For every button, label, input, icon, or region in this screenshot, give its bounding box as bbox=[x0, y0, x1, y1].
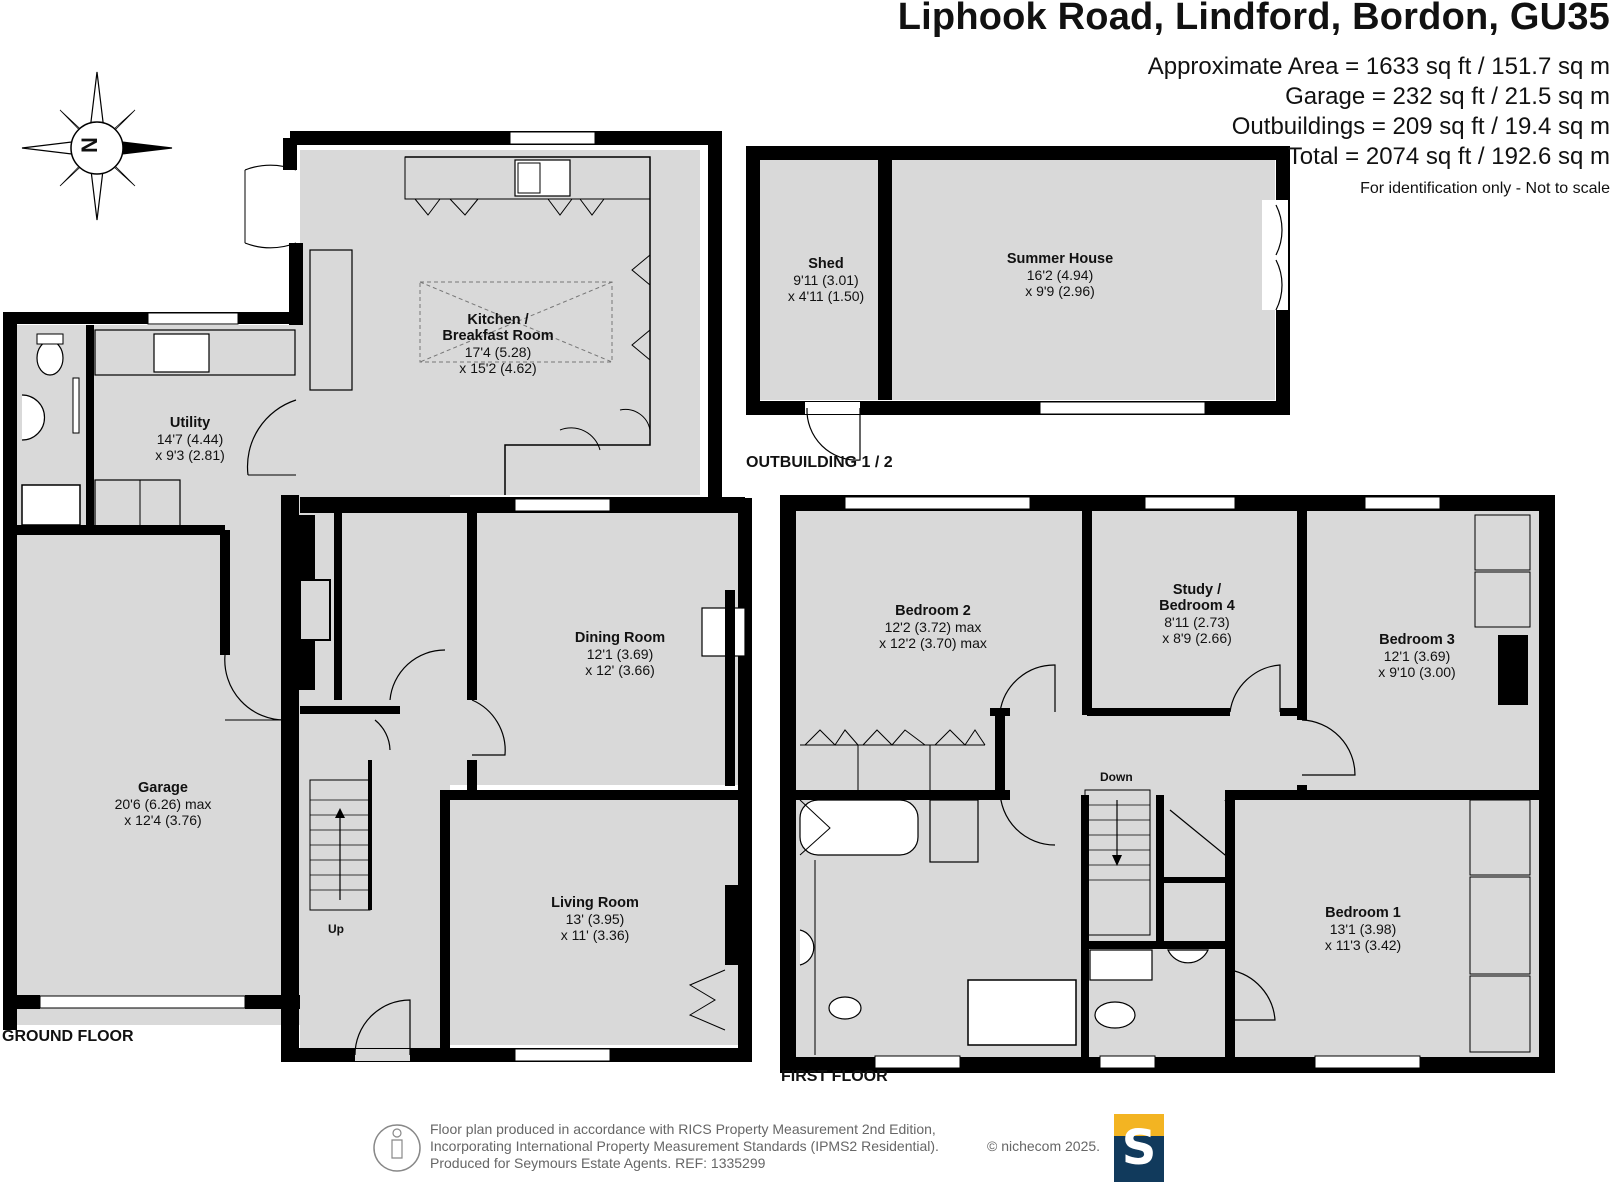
room-dim: 12'2 (3.72) max bbox=[884, 619, 982, 635]
area-line-outbuildings: Outbuildings = 209 sq ft / 19.4 sq m bbox=[1231, 113, 1610, 140]
room-label-study: Study / Bedroom 4 8'11 (2.73) x 8'9 (2.6… bbox=[1159, 582, 1235, 646]
footer-line: Incorporating International Property Mea… bbox=[430, 1138, 939, 1154]
room-name: Garage bbox=[138, 780, 188, 796]
ground-floor-label: GROUND FLOOR bbox=[2, 1028, 134, 1045]
room-dim: 13' (3.95) bbox=[565, 911, 625, 927]
area-line-garage: Garage = 232 sq ft / 21.5 sq m bbox=[1285, 83, 1610, 110]
ground-floor-plan bbox=[3, 131, 752, 1062]
first-floor-label: FIRST FLOOR bbox=[781, 1068, 888, 1085]
room-name: Bedroom 4 bbox=[1159, 598, 1235, 614]
room-dim: 17'4 (5.28) bbox=[464, 344, 532, 360]
room-dim: x 4'11 (1.50) bbox=[787, 288, 865, 304]
room-name: Breakfast Room bbox=[442, 328, 554, 344]
room-dim: x 15'2 (4.62) bbox=[459, 360, 537, 376]
room-dim: x 11' (3.36) bbox=[560, 927, 630, 943]
room-dim: x 8'9 (2.66) bbox=[1162, 630, 1232, 646]
scale-note: For identification only - Not to scale bbox=[1360, 180, 1610, 197]
stairs-up-label: Up bbox=[328, 922, 344, 936]
outbuilding-label: OUTBUILDING 1 / 2 bbox=[746, 454, 893, 471]
room-dim: 12'1 (3.69) bbox=[1383, 648, 1451, 664]
room-dim: x 9'3 (2.81) bbox=[155, 447, 225, 463]
room-label-utility: Utility 14'7 (4.44) x 9'3 (2.81) bbox=[155, 415, 225, 463]
room-dim: x 12' (3.66) bbox=[585, 662, 655, 678]
room-label-garage: Garage 20'6 (6.26) max x 12'4 (3.76) bbox=[115, 780, 212, 828]
room-dim: 8'11 (2.73) bbox=[1164, 614, 1230, 630]
room-label-living: Living Room 13' (3.95) x 11' (3.36) bbox=[551, 895, 639, 943]
copyright-text: © nichecom 2025. bbox=[987, 1138, 1101, 1154]
room-name: Shed bbox=[808, 256, 844, 272]
room-dim: 12'1 (3.69) bbox=[586, 646, 654, 662]
room-dim: x 11'3 (3.42) bbox=[1324, 937, 1402, 953]
footer-line: Floor plan produced in accordance with R… bbox=[430, 1121, 936, 1137]
room-name: Bedroom 1 bbox=[1325, 905, 1401, 921]
room-name: Utility bbox=[169, 415, 211, 431]
agent-logo: S bbox=[1114, 1114, 1164, 1182]
seal-icon bbox=[373, 1124, 421, 1172]
compass-rose-icon bbox=[21, 71, 173, 221]
room-label-kitchen: Kitchen / Breakfast Room 17'4 (5.28) x 1… bbox=[442, 312, 553, 376]
room-dim: 9'11 (3.01) bbox=[793, 272, 859, 288]
room-name: Summer House bbox=[1006, 251, 1114, 267]
room-label-bedroom-3: Bedroom 3 12'1 (3.69) x 9'10 (3.00) bbox=[1378, 632, 1455, 680]
room-dim: x 9'9 (2.96) bbox=[1025, 283, 1095, 299]
room-label-bedroom-1: Bedroom 1 13'1 (3.98) x 11'3 (3.42) bbox=[1325, 905, 1401, 953]
property-title: Liphook Road, Lindford, Bordon, GU35 bbox=[897, 0, 1610, 38]
room-name: Study / bbox=[1172, 582, 1222, 598]
room-dim: x 12'4 (3.76) bbox=[124, 812, 202, 828]
compass-north-label: N bbox=[76, 137, 102, 153]
room-label-summer-house: Summer House 16'2 (4.94) x 9'9 (2.96) bbox=[1007, 251, 1113, 299]
logo-top-band bbox=[1114, 1114, 1164, 1136]
room-name: Bedroom 3 bbox=[1379, 632, 1455, 648]
room-dim: 14'7 (4.44) bbox=[156, 431, 224, 447]
stairs-down-label: Down bbox=[1100, 770, 1133, 784]
room-label-dining: Dining Room 12'1 (3.69) x 12' (3.66) bbox=[575, 630, 665, 678]
room-name: Kitchen / bbox=[467, 312, 529, 328]
room-dim: 20'6 (6.26) max bbox=[114, 796, 212, 812]
room-dim: x 9'10 (3.00) bbox=[1378, 664, 1456, 680]
room-dim: 13'1 (3.98) bbox=[1329, 921, 1397, 937]
room-label-bedroom-2: Bedroom 2 12'2 (3.72) max x 12'2 (3.70) … bbox=[879, 603, 987, 651]
area-line-approximate: Approximate Area = 1633 sq ft / 151.7 sq… bbox=[1147, 53, 1610, 80]
room-dim: x 12'2 (3.70) max bbox=[879, 635, 987, 651]
room-name: Dining Room bbox=[574, 630, 666, 646]
logo-letter: S bbox=[1121, 1120, 1157, 1176]
room-name: Living Room bbox=[551, 895, 639, 911]
area-line-total: Total = 2074 sq ft / 192.6 sq m bbox=[1287, 143, 1610, 170]
outbuilding-plan bbox=[746, 146, 1290, 461]
room-label-shed: Shed 9'11 (3.01) x 4'11 (1.50) bbox=[788, 256, 864, 304]
footer-text: Floor plan produced in accordance with R… bbox=[430, 1121, 939, 1172]
footer-line: Produced for Seymours Estate Agents. REF… bbox=[430, 1155, 766, 1171]
first-floor-plan bbox=[780, 495, 1555, 1073]
room-name: Bedroom 2 bbox=[895, 603, 971, 619]
room-dim: 16'2 (4.94) bbox=[1026, 267, 1094, 283]
